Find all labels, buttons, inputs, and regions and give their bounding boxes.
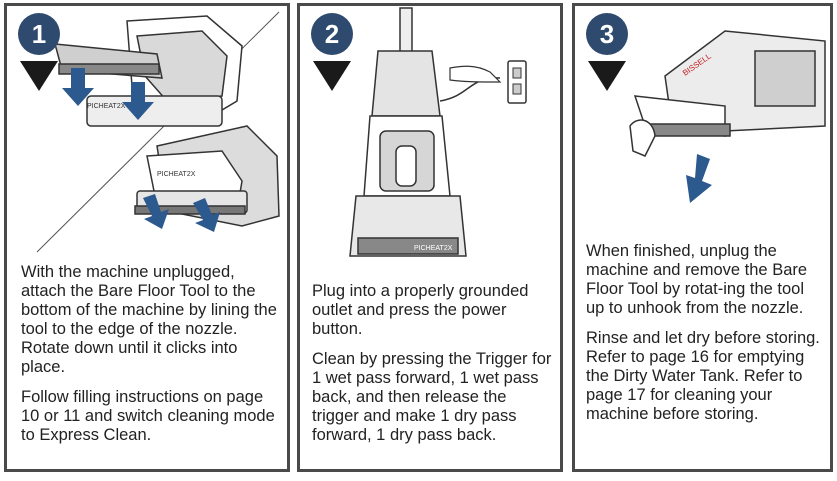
step-2-paragraph-1: Plug into a properly grounded outlet and… — [312, 282, 529, 338]
step-1-illustration: PICHEAT2X PICHEAT2X — [36, 11, 280, 253]
step-2-number: 2 — [324, 19, 340, 49]
step-1-badge: 1 — [16, 11, 62, 93]
step-3-paragraph-1: When finished, unplug the machine and re… — [586, 242, 808, 317]
step-3-badge: 3 — [584, 11, 630, 93]
step-2-illustration: PICHEAT2X — [349, 7, 527, 257]
model-label: PICHEAT2X — [87, 103, 126, 110]
model-label: PICHEAT2X — [414, 245, 453, 252]
step-1-paragraph-1: With the machine unplugged, attach the B… — [21, 263, 277, 376]
step-3-illustration: BISSELL — [629, 30, 826, 203]
step-3-number: 3 — [599, 19, 615, 49]
step-3-paragraph-2: Rinse and let dry before storing. Refer … — [586, 329, 820, 423]
step-3-text: When finished, unplug the machine and re… — [586, 242, 824, 435]
down-arrow-icon — [686, 154, 712, 203]
step-1-text: With the machine unplugged, attach the B… — [21, 263, 281, 456]
step-2-badge: 2 — [309, 11, 355, 93]
model-label-lower: PICHEAT2X — [157, 171, 196, 178]
step-3-panel: BISSELL 3 When finished, unplug the mach… — [572, 3, 833, 472]
step-2-panel: PICHEAT2X 2 Plug into a properly grounde… — [297, 3, 563, 472]
step-1-number: 1 — [31, 19, 47, 49]
step-2-text: Plug into a properly grounded outlet and… — [312, 282, 554, 456]
step-2-paragraph-2: Clean by pressing the Trigger for 1 wet … — [312, 350, 552, 444]
step-1-paragraph-2: Follow filling instructions on page 10 o… — [21, 388, 275, 444]
step-1-panel: PICHEAT2X PICHEAT2X 1 With the machine u… — [4, 3, 290, 472]
